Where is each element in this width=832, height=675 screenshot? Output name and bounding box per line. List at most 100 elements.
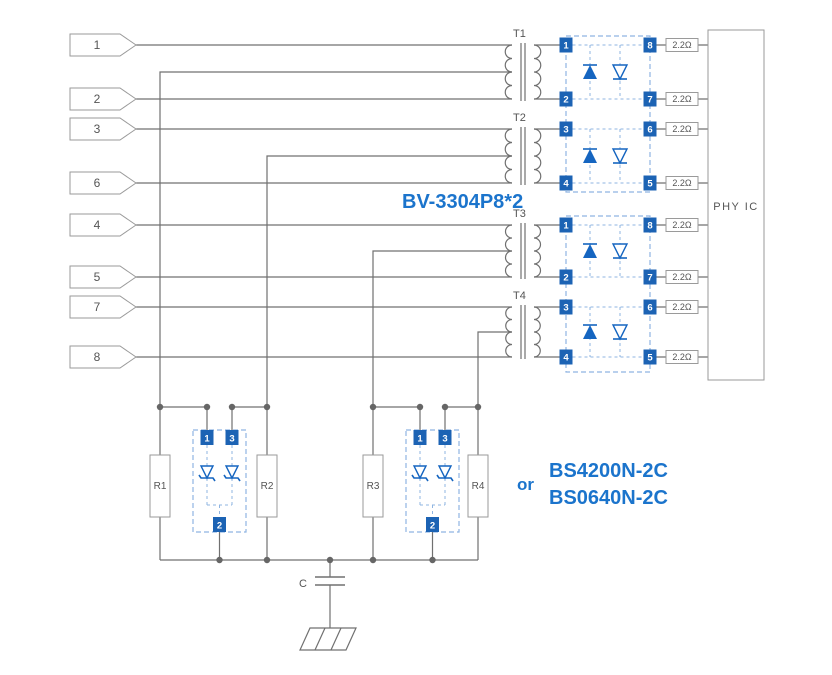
pin-label: 5 [647, 353, 653, 364]
transformer-output-wires [534, 44, 560, 358]
input-connector-8: 8 [69, 345, 137, 369]
pin-label: 1 [563, 221, 569, 232]
zener-diode [436, 465, 454, 482]
package-outline [565, 215, 651, 373]
package-pins: 1 2 3 4 8 7 6 5 [559, 37, 657, 191]
tvs-pin-label: 3 [229, 434, 234, 445]
tvs-pin-label: 1 [417, 434, 423, 445]
capacitor-label: C [299, 578, 307, 590]
phy-ic-box [707, 29, 765, 381]
zener-diode [223, 465, 241, 482]
transformer-label: T4 [513, 290, 526, 302]
package-outline [565, 35, 651, 193]
series-resistor: 2.2Ω [665, 38, 699, 52]
series-resistor: 2.2Ω [665, 300, 699, 314]
tvs-part-number-1: BS4200N-2C [549, 460, 668, 482]
pin-label: 2 [563, 95, 568, 106]
diode-package-2: 1 2 3 4 8 7 6 5 [559, 215, 657, 373]
package-part-number: BV-3304P8*2 [402, 191, 523, 213]
input-connector-2: 2 [69, 87, 137, 111]
diode-pair [583, 243, 629, 260]
resistor-r4: R4 [467, 454, 489, 518]
tvs-array-1: 1 3 2 [192, 429, 247, 533]
chassis-ground-icon [299, 627, 357, 651]
transformer-t1: T1 [504, 28, 542, 101]
series-resistor-label: 2.2Ω [672, 302, 692, 312]
diode-package-1: 1 2 3 4 8 7 6 5 [559, 35, 657, 193]
phy-ic-label: PHY IC [713, 201, 758, 213]
connector-label: 3 [94, 122, 101, 136]
series-resistor: 2.2Ω [665, 350, 699, 364]
transformer-t2: T2 [504, 112, 542, 185]
tvs-array-2: 1 3 2 [405, 429, 460, 533]
series-resistor: 2.2Ω [665, 218, 699, 232]
part-labels: BV-3304P8*2 or BS4200N-2C BS0640N-2C [402, 191, 668, 509]
pin-label: 8 [647, 221, 652, 232]
tvs-pin-label: 2 [430, 521, 435, 532]
input-wires [136, 44, 512, 358]
pin-label: 5 [647, 179, 653, 190]
series-resistor-label: 2.2Ω [672, 124, 692, 134]
series-resistor-label: 2.2Ω [672, 94, 692, 104]
zener-diode [411, 465, 429, 482]
tvs-outline [192, 429, 247, 533]
series-resistor: 2.2Ω [665, 92, 699, 106]
diode-pair [583, 324, 629, 341]
connector-label: 6 [94, 176, 101, 190]
resistor-label: R3 [367, 481, 380, 492]
series-resistor: 2.2Ω [665, 270, 699, 284]
package-to-phy-wires [656, 44, 708, 358]
pin-label: 1 [563, 41, 569, 52]
capacitor: C [299, 576, 345, 590]
junction-dots [156, 403, 482, 564]
diode-pair [583, 148, 629, 165]
resistor-r1: R1 [149, 454, 171, 518]
pin-label: 7 [647, 273, 652, 284]
input-connectors: 1 2 3 6 4 5 7 8 [69, 33, 137, 369]
or-label: or [517, 475, 534, 494]
pin-label: 3 [563, 303, 568, 314]
phy-ic: PHY IC [707, 29, 765, 381]
pin-label: 2 [563, 273, 568, 284]
input-connector-4: 4 [69, 213, 137, 237]
pin-label: 6 [647, 303, 652, 314]
series-resistor: 2.2Ω [665, 122, 699, 136]
center-tap-wires [159, 71, 512, 455]
input-connector-1: 1 [69, 33, 137, 57]
input-connector-6: 6 [69, 171, 137, 195]
tvs-pin-label: 2 [217, 521, 222, 532]
transformer-t4: T4 [505, 290, 541, 359]
connector-label: 2 [94, 92, 101, 106]
tvs-pin-label: 3 [442, 434, 447, 445]
series-resistor-label: 2.2Ω [672, 272, 692, 282]
tvs-part-number-2: BS0640N-2C [549, 487, 668, 509]
input-connector-7: 7 [69, 295, 137, 319]
tvs-top-rail-wires [160, 406, 478, 430]
series-resistor: 2.2Ω [665, 176, 699, 190]
connector-label: 8 [94, 350, 101, 364]
input-connector-5: 5 [69, 265, 137, 289]
resistor-r2: R2 [256, 454, 278, 518]
series-resistor-label: 2.2Ω [672, 352, 692, 362]
resistor-label: R2 [261, 481, 274, 492]
pin-label: 8 [647, 41, 652, 52]
pin-label: 4 [563, 179, 569, 190]
connector-label: 1 [94, 38, 101, 52]
zener-diode [198, 465, 216, 482]
package-pins: 1 2 3 4 8 7 6 5 [559, 217, 657, 365]
series-resistor-label: 2.2Ω [672, 40, 692, 50]
resistor-r3: R3 [362, 454, 384, 518]
bottom-rail-wires [159, 517, 479, 628]
connector-label: 7 [94, 300, 101, 314]
pin-label: 7 [647, 95, 652, 106]
input-connector-3: 3 [69, 117, 137, 141]
series-resistor-label: 2.2Ω [672, 178, 692, 188]
transformer-t3: T3 [504, 208, 542, 279]
transformer-label: T2 [513, 112, 526, 124]
bottom-resistors: R1 R2 R3 R4 [149, 454, 489, 518]
diode-pair [583, 64, 629, 81]
pin-label: 4 [563, 353, 569, 364]
transformer-label: T1 [513, 28, 526, 40]
